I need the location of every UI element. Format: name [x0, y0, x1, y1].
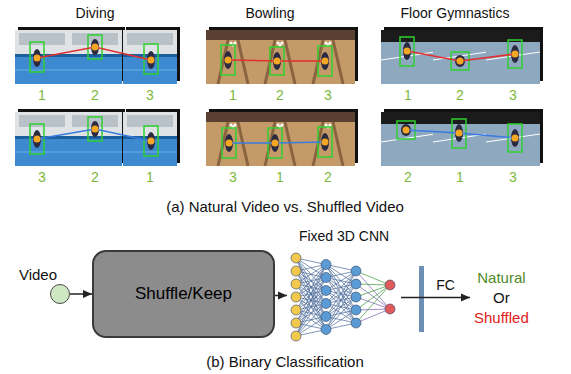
frame-number: 1: [276, 170, 284, 185]
frame-number: 1: [456, 170, 464, 185]
frame-number: 2: [404, 170, 412, 185]
frame-number: 2: [324, 170, 332, 185]
frame-number: 1: [404, 88, 412, 103]
frame-number: 3: [509, 88, 517, 103]
video-circle: Video: [50, 284, 70, 304]
frame-number: 1: [146, 170, 154, 185]
node-text: Video: [19, 266, 57, 283]
frame-number: 3: [509, 170, 517, 185]
frame-number: 2: [276, 88, 284, 103]
node-text: Fixed 3D CNN: [299, 228, 389, 244]
frame-number: 2: [91, 170, 99, 185]
frame-number: 3: [146, 88, 154, 103]
frame-number: 3: [38, 170, 46, 185]
shuffle-keep-box: Shuffle/Keep: [92, 250, 275, 338]
connector-arrow: [70, 293, 92, 295]
node-text: Or: [493, 288, 510, 308]
node-text: Shuffle/Keep: [135, 284, 232, 304]
output-classes: NaturalOrShuffled: [470, 268, 529, 328]
frame-number: 2: [91, 88, 99, 103]
node-text: Shuffled: [474, 308, 529, 328]
cnn-network: Fixed 3D CNN: [287, 250, 401, 344]
frame-number: 3: [324, 88, 332, 103]
fc-bar: [419, 266, 424, 332]
frame-number: 1: [229, 88, 237, 103]
caption: (a) Natural Video vs. Shuffled Video: [166, 199, 404, 216]
frame-number: 1: [38, 88, 46, 103]
frame-number: 2: [456, 88, 464, 103]
node-text: Natural: [477, 268, 525, 288]
edge-label: FC: [434, 278, 457, 293]
frame-number: 3: [229, 170, 237, 185]
connector-arrow: [275, 295, 287, 297]
group-title: Floor Gymnastics: [401, 6, 510, 21]
connector-arrow: [401, 297, 470, 299]
group-title: Bowling: [245, 6, 294, 21]
caption: (b) Binary Classification: [206, 354, 364, 371]
group-title: Diving: [76, 6, 115, 21]
